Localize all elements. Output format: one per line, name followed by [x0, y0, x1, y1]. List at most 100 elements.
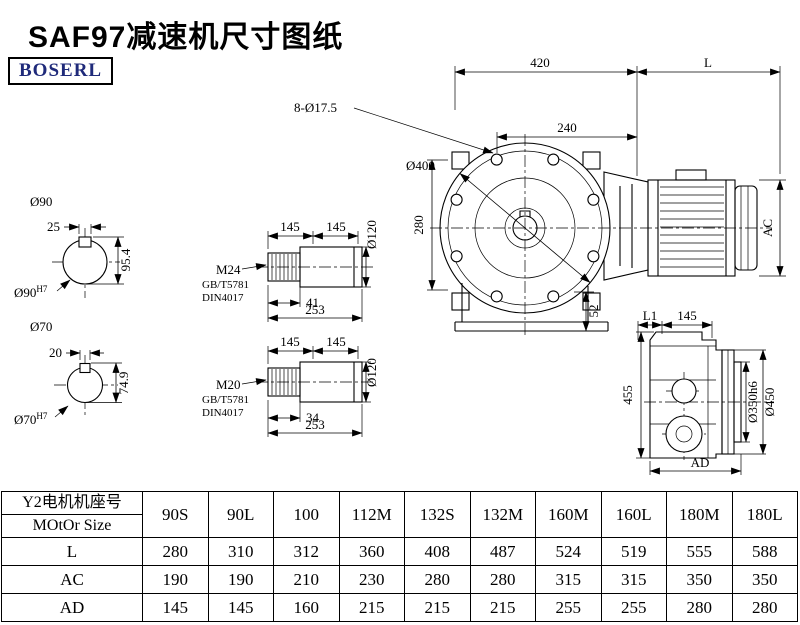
table-cell: 215 — [404, 593, 471, 622]
column-header: 180M — [666, 491, 733, 538]
brand-logo: BOSERL — [8, 57, 114, 85]
thread-hatch-top — [271, 254, 297, 280]
table-header-row: Y2电机机座号 MOtOr Size 90S 90L 100 112M 132S… — [1, 491, 798, 538]
table-cell: 280 — [666, 593, 733, 622]
dim-d350: Ø350h6 — [741, 361, 760, 443]
dim-d400: Ø400 — [406, 158, 591, 283]
terminal-box — [675, 169, 707, 181]
thread-hatch-bottom — [271, 369, 297, 395]
dim-L1-label: L1 — [643, 308, 657, 323]
dia-350-label: Ø350h6 — [745, 381, 760, 423]
table-cell: 280 — [404, 565, 471, 594]
height-90-label: 95.4 — [118, 248, 133, 271]
page-title: SAF97减速机尺寸图纸 — [28, 21, 344, 54]
len1-top-label: 145 — [280, 219, 300, 234]
table-cell: 487 — [469, 537, 536, 566]
dim-AD-label: AD — [691, 455, 710, 470]
table-cell: 230 — [338, 565, 405, 594]
total-len-bottom-label: 253 — [305, 417, 325, 432]
table-cell: 280 — [731, 593, 798, 622]
dim-280: 280 — [411, 159, 448, 291]
dim-AC: AC — [759, 179, 786, 277]
dim-52: 52 — [574, 291, 601, 332]
table-cell: 310 — [207, 537, 274, 566]
dim-52-label: 52 — [586, 305, 601, 318]
table-row: AD 145 145 160 215 215 215 255 255 280 2… — [1, 593, 798, 622]
fit-70-base: Ø70 — [14, 412, 36, 427]
dim-455-label: 455 — [620, 385, 635, 405]
std2-bottom-label: DIN4017 — [202, 407, 244, 419]
header-en: MOtOr Size — [2, 514, 142, 537]
dim-AC-label: AC — [760, 219, 775, 237]
fit-70-label: Ø70H7 — [14, 411, 48, 427]
len2-bottom-label: 145 — [326, 334, 346, 349]
fit-70-sup: H7 — [36, 411, 47, 421]
table-cell: 215 — [338, 593, 405, 622]
std1-top-label: GB/T5781 — [202, 279, 249, 291]
table-cell: 555 — [666, 537, 733, 566]
shaft-end-view-90: Ø90 25 95.4 Ø90H7 — [14, 194, 133, 300]
dim-240: 240 — [496, 120, 638, 153]
shaft-detail-bottom: 145 145 Ø120 M20 GB/T5781 DIN4017 34 253 — [202, 334, 379, 437]
table-cell: 524 — [535, 537, 602, 566]
column-header: 90L — [207, 491, 274, 538]
dia-70-label: Ø70 — [30, 319, 52, 334]
table-cell: 312 — [273, 537, 340, 566]
column-header: 132M — [469, 491, 536, 538]
std2-top-label: DIN4017 — [202, 292, 244, 304]
technical-drawing: 420 L 240 8-Ø17.5 Ø400 280 — [14, 55, 786, 475]
table-row: L 280 310 312 360 408 487 524 519 555 58… — [1, 537, 798, 566]
table-cell: 280 — [142, 537, 209, 566]
fit-90-base: Ø90 — [14, 285, 36, 300]
row-label-AD: AD — [1, 593, 143, 622]
column-header: 112M — [338, 491, 405, 538]
bolt-hole-callout: 8-Ø17.5 — [294, 100, 494, 154]
header-cn: Y2电机机座号 — [22, 494, 122, 511]
column-header: 160M — [535, 491, 602, 538]
motor-size-table: Y2电机机座号 MOtOr Size 90S 90L 100 112M 132S… — [1, 491, 798, 622]
tap-len-bottom-label: 34 — [306, 410, 320, 425]
brand-logo-text: BOSERL — [19, 60, 103, 81]
table-cell: 519 — [600, 537, 667, 566]
table-cell: 145 — [142, 593, 209, 622]
dim-145-side: 145 — [661, 308, 713, 338]
table-cell: 408 — [404, 537, 471, 566]
table-cell: 350 — [731, 565, 798, 594]
table-cell: 145 — [207, 593, 274, 622]
dim-AD: AD — [649, 454, 742, 475]
shaft-detail-top: 145 145 Ø120 M24 GB/T5781 DIN4017 41 253 — [202, 219, 379, 322]
dia-400-label: Ø400 — [406, 158, 435, 173]
table-cell: 255 — [535, 593, 602, 622]
height-70-label: 74.9 — [116, 372, 131, 395]
table-cell: 588 — [731, 537, 798, 566]
flange-spigot — [733, 361, 742, 443]
keyway-70 — [79, 362, 91, 374]
table-cell: 360 — [338, 537, 405, 566]
shaft-end-view-70: Ø70 20 74.9 Ø70H7 — [14, 319, 131, 427]
dim-d450: Ø450 — [734, 349, 777, 455]
row-label-L: L — [1, 537, 143, 566]
table-cell: 280 — [469, 565, 536, 594]
dim-L-label: L — [704, 55, 712, 70]
total-len-top-label: 253 — [305, 302, 325, 317]
table-cell: 190 — [207, 565, 274, 594]
key-width-70-label: 20 — [49, 345, 62, 360]
dim-L: L — [636, 55, 781, 174]
table-row: AC 190 190 210 230 280 280 315 315 350 3… — [1, 565, 798, 594]
fit-90-sup: H7 — [36, 284, 47, 294]
fit-90-label: Ø90H7 — [14, 284, 48, 300]
table-cell: 255 — [600, 593, 667, 622]
key-width-90-label: 25 — [47, 219, 60, 234]
thread-m24-label: M24 — [216, 262, 241, 277]
dim-455: 455 — [620, 331, 654, 459]
thread-m20-label: M20 — [216, 377, 241, 392]
column-header: 160L — [600, 491, 667, 538]
table-cell: 215 — [469, 593, 536, 622]
motor-fins — [660, 186, 724, 268]
dia-120-bottom-label: Ø120 — [364, 358, 379, 387]
table-cell: 190 — [142, 565, 209, 594]
dia-450-label: Ø450 — [762, 388, 777, 417]
table-cell: 315 — [535, 565, 602, 594]
column-header: 132S — [404, 491, 471, 538]
std1-bottom-label: GB/T5781 — [202, 394, 249, 406]
